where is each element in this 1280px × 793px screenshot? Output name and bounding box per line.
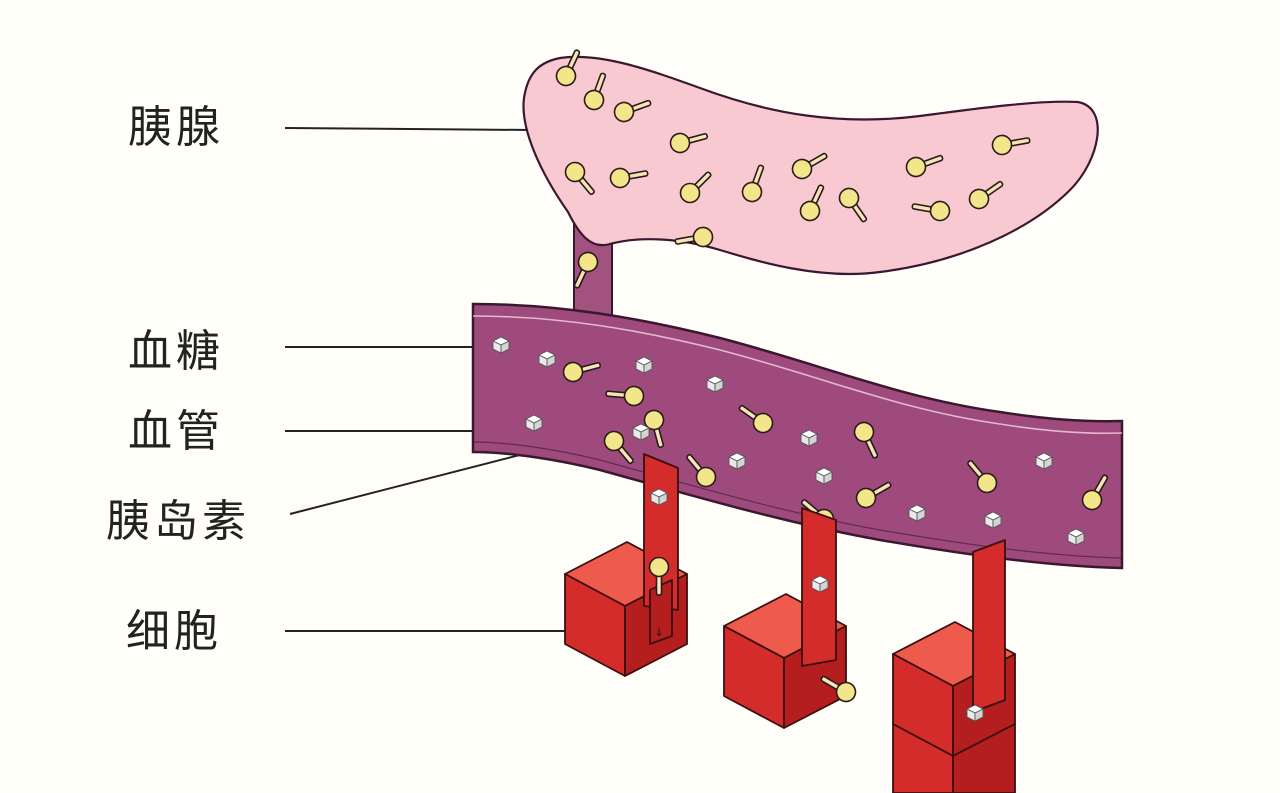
glucose-icon: [706, 375, 724, 393]
cell-label: 细胞: [126, 606, 222, 657]
glucose-icon: [728, 452, 746, 470]
glucose-icon: [811, 575, 829, 593]
cell-3-lower-left: [892, 723, 954, 793]
glucose-icon: [1067, 528, 1085, 546]
glucose-icon: [966, 704, 984, 722]
glucose-icon: [492, 336, 510, 354]
insulin-label: 胰岛素: [106, 496, 250, 547]
blood-glucose-label: 血糖: [128, 326, 224, 377]
glucose-icon: [525, 414, 543, 432]
blood-vessel-label: 血管: [128, 406, 224, 457]
pancreas-leader-line: [284, 127, 533, 131]
pancreas-label: 胰腺: [128, 102, 224, 153]
cell-3-lower-right: [952, 723, 1016, 793]
glucose-icon: [908, 504, 926, 522]
cell-3-receptor: [972, 539, 1006, 713]
glucose-icon: [815, 467, 833, 485]
glucose-icon: [635, 356, 653, 374]
glucose-icon: [1035, 452, 1053, 470]
cell-1-channel: [649, 579, 673, 645]
glucose-icon: [984, 511, 1002, 529]
glucose-icon: [800, 429, 818, 447]
vessel-wall-line: [472, 315, 1123, 435]
glucose-icon: [538, 350, 556, 368]
glucose-icon: [650, 488, 668, 506]
cell-3: [892, 539, 1016, 793]
glucose-icon: [632, 423, 650, 441]
blood-vessel-shape: [471, 302, 1124, 570]
cell-2: [723, 507, 847, 729]
arrow-down-icon: ↓: [654, 625, 664, 639]
